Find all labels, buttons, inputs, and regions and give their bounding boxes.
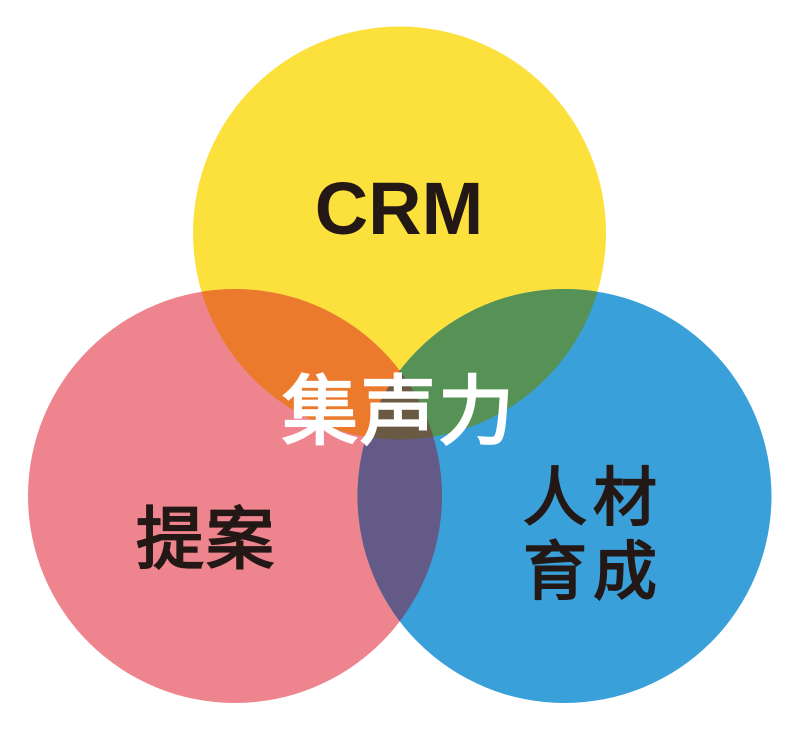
center-label: 集声力 [281, 367, 516, 456]
overlap-crm-talent [357, 289, 606, 440]
label-talent-line2: 育成 [523, 536, 663, 610]
label-talent-line1: 人材 [523, 462, 663, 536]
overlap-crm-proposal [193, 289, 442, 440]
label-proposal: 提案 [136, 501, 276, 580]
label-crm: CRM [315, 167, 484, 250]
